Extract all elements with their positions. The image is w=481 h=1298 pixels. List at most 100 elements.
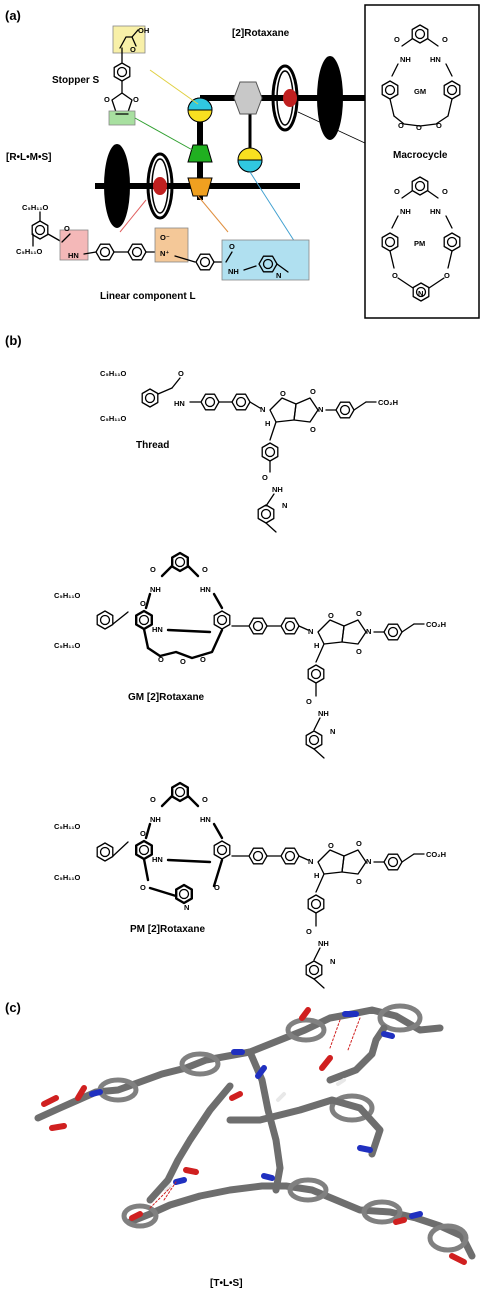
gmr-o-amide: O [140,599,146,608]
gmr-o-imide-2: O [356,647,362,656]
pm-atom-o-2: O [442,187,448,196]
thread-nh: NH [272,485,283,494]
pmr-o-2: O [202,795,208,804]
pmr-n-pyr-ring: N [184,903,189,912]
thread-o-imide-1: O [310,387,316,396]
gmr-o-1: O [150,565,156,574]
pmr-c5h11o-2: C₅H₁₁O [54,873,80,882]
gmr-nh: NH [150,585,161,594]
atom-o-acid: O [130,45,136,54]
thread-structure: C₅H₁₁O C₅H₁₁O O HN N O H O O N CO₂H [100,369,398,533]
pm-label: PM [414,239,425,248]
stopper-ellipse-left [104,144,130,228]
thread-o-imide-2: O [310,425,316,434]
atom-o-pyr-amide: O [229,242,235,251]
pmr-h-1: H [314,871,319,880]
pmr-c5h11o-1: C₅H₁₁O [54,822,80,831]
atom-hn-amide: HN [68,251,79,260]
pmr-n-pyr: N [330,957,335,966]
gm-macrocycle: O O NH HN GM O O O [381,24,461,132]
pm-atom-nh: NH [400,207,411,216]
gm-rotaxane-label: GM [2]Rotaxane [128,692,205,703]
gm-atom-o-1: O [394,35,400,44]
pmr-hn-axle: HN [152,855,163,864]
thread-label: Thread [136,440,169,451]
orange-trapezoid [187,177,213,197]
tls-complex-label: [T•L•S] [210,1278,243,1289]
rotaxane-label: [2]Rotaxane [232,28,290,39]
gm-label: GM [414,87,426,96]
atom-n-pyr: N [276,271,281,280]
gmr-c5h11o-2: C₅H₁₁O [54,641,80,650]
stopper-acid-box [112,25,146,54]
pmr-o-1: O [150,795,156,804]
thread-c5h11o-2: C₅H₁₁O [100,414,126,423]
pmr-nh: NH [150,815,161,824]
pm-atom-n: N [418,289,423,298]
macrocycle-box [364,4,480,319]
pmr-nh-lower: NH [318,939,329,948]
atom-c5h11o-1: C₅H₁₁O [22,203,48,212]
atom-n-plus: N⁺ [160,249,169,258]
gmr-o-lower: O [306,697,312,706]
pm-macrocycle: O O NH HN PM O O N [381,176,461,302]
ring-left [146,152,174,220]
atom-o-minus: O⁻ [160,233,170,242]
atom-c5h11o-2: C₅H₁₁O [16,247,42,256]
gmr-n-pyr: N [330,727,335,736]
orange-nitrone-box [154,227,189,263]
pmr-o-imide-2: O [356,877,362,886]
gm-rotaxane-structure: C₅H₁₁O C₅H₁₁O O O NH HN O O O O HN [54,551,446,759]
gmr-hn-axle: HN [152,625,163,634]
panel-c: (c) [5,1000,476,1289]
stopper-ellipse-top [317,56,343,140]
macrocycle-label: Macrocycle [393,150,448,161]
rotaxane-cartoon [95,56,381,251]
gmr-hn: HN [200,585,211,594]
gmr-c5h11o-1: C₅H₁₁O [54,591,80,600]
panel-c-label: (c) [5,1000,21,1015]
gmr-o-isox: O [328,611,334,620]
atom-o-imide-1: O [104,95,110,104]
gmr-o-5: O [200,655,206,664]
pink-amide-box [59,229,89,261]
panel-a-label: (a) [5,8,21,23]
linear-component-label: Linear component L [100,291,196,302]
atom-o-imide-2: O [133,95,139,104]
pmr-o-amide: O [140,829,146,838]
green-alkene-box [108,110,136,126]
pmr-n-isox: N [308,857,313,866]
gm-atom-nh: NH [400,55,411,64]
thread-hn: HN [174,399,185,408]
gm-atom-o-3: O [398,121,404,130]
pmr-hn: HN [200,815,211,824]
thread-c5h11o-1: C₅H₁₁O [100,369,126,378]
gm-atom-o-4: O [416,123,422,132]
gm-atom-o-2: O [442,35,448,44]
panel-b-label: (b) [5,333,22,348]
atom-nh-pyr: NH [228,267,239,276]
pmr-n-imide: N [366,857,371,866]
gmr-nh-lower: NH [318,709,329,718]
gmr-o-imide-1: O [356,609,362,618]
pmr-o-isox: O [328,841,334,850]
stopper-label: Stopper S [52,75,100,86]
bead-top [283,89,297,107]
thread-o-amide: O [178,369,184,378]
pm-atom-o-1: O [394,187,400,196]
thread-n-pyr: N [282,501,287,510]
grey-hex-unit [233,81,263,115]
gmr-o-4: O [180,657,186,666]
thread-co2h: CO₂H [378,398,398,407]
thread-h-1: H [265,419,270,428]
atom-o-amide: O [64,224,70,233]
gmr-co2h: CO₂H [426,620,446,629]
complex-label: [R•L•M•S] [6,152,52,163]
stick-model [34,1003,476,1265]
gm-atom-hn: HN [430,55,441,64]
gm-atom-o-5: O [436,121,442,130]
pm-rotaxane-label: PM [2]Rotaxane [130,924,205,935]
pm-atom-o-3: O [392,271,398,280]
thread-o-lower-amide: O [262,473,268,482]
